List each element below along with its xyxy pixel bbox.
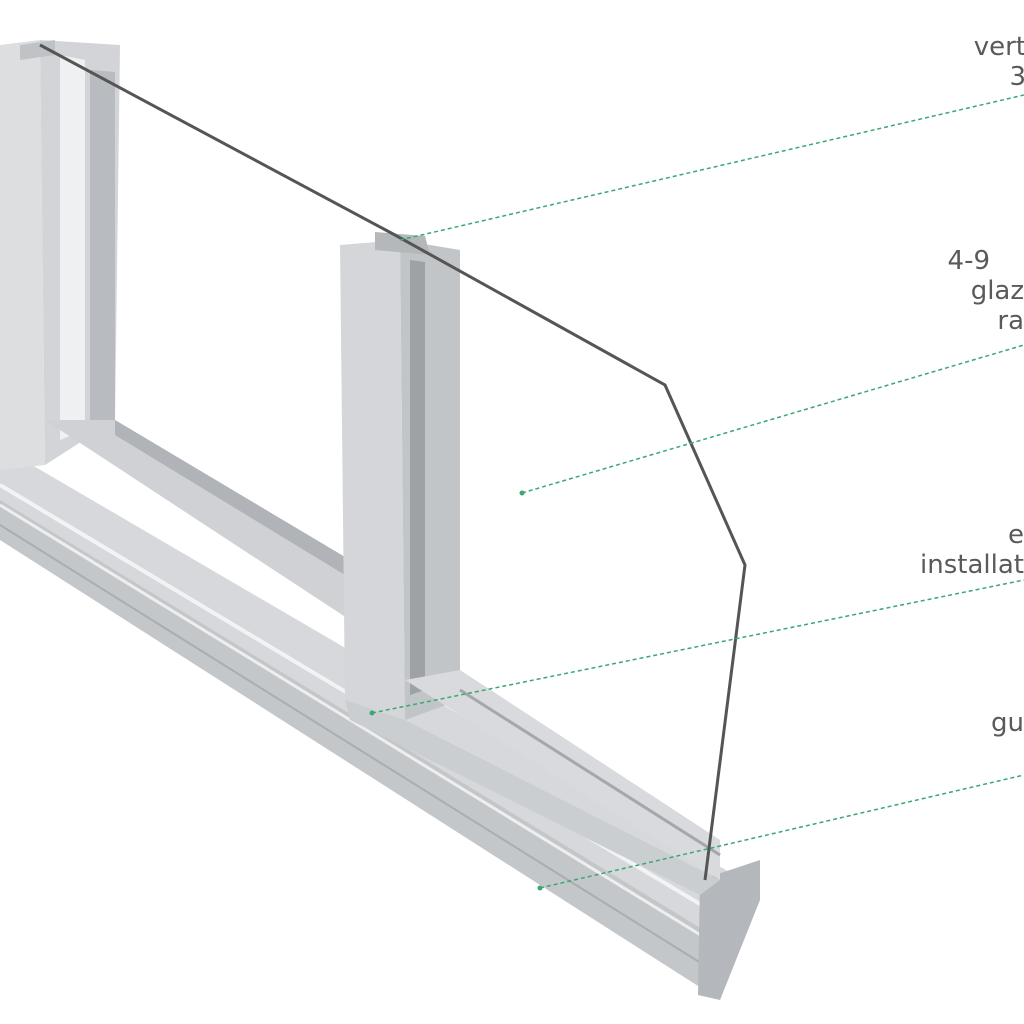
leader-line-3 (371, 579, 1024, 714)
callout-label-1: vert 3 (974, 32, 1024, 92)
leader-line-4 (539, 774, 1024, 889)
callout-3-line-2: installat (920, 550, 1024, 580)
callout-1-line-1: vert (973, 32, 1024, 62)
leader-line-1 (399, 94, 1024, 241)
leader-lines (371, 94, 1024, 889)
callout-2-line-3: ra (997, 306, 1024, 336)
middle-stile (340, 232, 460, 720)
callout-label-4: gu (991, 708, 1024, 738)
callout-2-line-1: 4-9 (947, 246, 990, 276)
callout-4-line-1: gu (991, 708, 1024, 738)
callout-2-line-2: glaz (970, 276, 1024, 306)
callout-label-2: 4-9 glaz ra (948, 246, 1024, 336)
callout-1-line-2: 3 (1009, 62, 1024, 92)
callout-3-line-1: e (1008, 520, 1024, 550)
left-sash (0, 40, 350, 620)
leader-line-2 (521, 344, 1024, 494)
right-sash-bottom-rail (345, 670, 721, 895)
leader-dots (369, 490, 543, 891)
glass-pane-edge (39, 43, 747, 881)
callout-label-3: e installat (920, 520, 1024, 580)
